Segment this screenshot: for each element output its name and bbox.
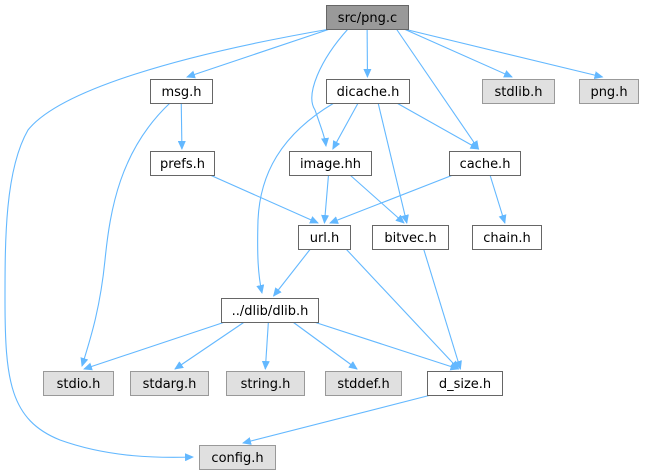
node-label: stdio.h: [57, 377, 101, 392]
node-box: [326, 5, 409, 30]
node-chain-h[interactable]: chain.h: [472, 225, 542, 250]
node-box: [427, 371, 503, 396]
edge-dicache-h-to-image-hh: [332, 102, 359, 150]
edge-dicache-h-to-cache-h: [396, 102, 480, 150]
node-box: [130, 371, 209, 396]
node-label: cache.h: [460, 157, 511, 172]
node-image-hh[interactable]: image.hh: [289, 151, 372, 176]
edge-png-c-to-png-h: [403, 28, 604, 80]
node-box: [199, 445, 276, 470]
node-box: [325, 371, 402, 396]
node-label: png.h: [590, 85, 627, 100]
node-box: [579, 79, 639, 104]
node-box: [298, 225, 351, 250]
node-box: [472, 225, 542, 250]
edge-msg-h-to-prefs-h: [177, 102, 186, 150]
node-box: [221, 298, 319, 323]
node-box: [482, 79, 555, 104]
edge-image-hh-to-url-h: [321, 174, 330, 224]
node-box: [289, 151, 372, 176]
node-stdarg-h[interactable]: stdarg.h: [130, 371, 209, 396]
node-box: [449, 151, 521, 176]
node-label: ../dlib/dlib.h: [232, 304, 309, 319]
node-label: src/png.c: [338, 11, 397, 26]
edge-url-h-to-d-size-h: [345, 248, 460, 370]
edge-dlib-h-to-stdarg-h: [174, 321, 245, 370]
edge-dlib-h-to-stddef-h: [292, 321, 358, 370]
node-label: stdlib.h: [495, 85, 543, 100]
node-box: [150, 151, 215, 176]
edge-dlib-h-to-d-size-h: [313, 321, 460, 371]
node-box: [150, 79, 213, 104]
node-box: [372, 225, 449, 250]
node-label: msg.h: [161, 85, 201, 100]
edges-layer: [4, 28, 604, 462]
node-label: dicache.h: [337, 85, 400, 100]
edge-bitvec-h-to-d-size-h: [423, 248, 462, 370]
node-config-h[interactable]: config.h: [199, 445, 276, 470]
node-box: [226, 371, 305, 396]
node-d-size-h[interactable]: d_size.h: [427, 371, 503, 396]
node-dicache-h[interactable]: dicache.h: [326, 79, 410, 104]
node-box: [43, 371, 114, 396]
node-label: url.h: [310, 231, 340, 246]
node-box: [326, 79, 410, 104]
edge-png-c-to-image-hh: [311, 28, 349, 147]
node-prefs-h[interactable]: prefs.h: [150, 151, 215, 176]
edge-dicache-h-to-bitvec-h: [377, 102, 409, 224]
node-label: chain.h: [483, 231, 531, 246]
node-cache-h[interactable]: cache.h: [449, 151, 521, 176]
node-png-h[interactable]: png.h: [579, 79, 639, 104]
node-label: bitvec.h: [384, 231, 436, 246]
edge-url-h-to-dlib-h: [272, 248, 311, 297]
node-bitvec-h[interactable]: bitvec.h: [372, 225, 449, 250]
node-label: prefs.h: [160, 157, 205, 172]
node-label: image.hh: [300, 157, 361, 172]
node-msg-h[interactable]: msg.h: [150, 79, 213, 104]
edge-cache-h-to-url-h: [329, 174, 454, 224]
edge-dlib-h-to-string-h: [261, 321, 270, 370]
node-stdio-h[interactable]: stdio.h: [43, 371, 114, 396]
nodes-layer: src/png.c msg.h dicache.h stdlib.h png.h pref…: [43, 5, 639, 470]
edge-prefs-h-to-url-h: [209, 174, 319, 224]
node-string-h[interactable]: string.h: [226, 371, 305, 396]
edge-image-hh-to-bitvec-h: [349, 174, 405, 224]
node-stdlib-h[interactable]: stdlib.h: [482, 79, 555, 104]
edge-png-c-to-stdlib-h: [403, 28, 513, 78]
edge-dicache-h-to-dlib-h: [256, 102, 335, 294]
node-url-h[interactable]: url.h: [298, 225, 351, 250]
node-stddef-h[interactable]: stddef.h: [325, 371, 402, 396]
node-label: stddef.h: [337, 377, 389, 392]
node-label: string.h: [241, 377, 291, 392]
node-label: d_size.h: [439, 377, 491, 392]
edge-dlib-h-to-stdio-h: [83, 321, 226, 371]
edge-png-c-to-config-h: [4, 28, 331, 462]
edge-cache-h-to-chain-h: [489, 174, 507, 224]
node-label: config.h: [211, 451, 263, 466]
edge-msg-h-to-stdio-h: [80, 102, 171, 367]
node-dlib-h[interactable]: ../dlib/dlib.h: [221, 298, 319, 323]
edge-png-c-to-msg-h: [186, 28, 331, 79]
node-png-c[interactable]: src/png.c: [326, 5, 409, 30]
edge-d-size-h-to-config-h: [242, 394, 432, 445]
node-label: stdarg.h: [143, 377, 197, 392]
edge-png-c-to-cache-h: [395, 28, 480, 150]
